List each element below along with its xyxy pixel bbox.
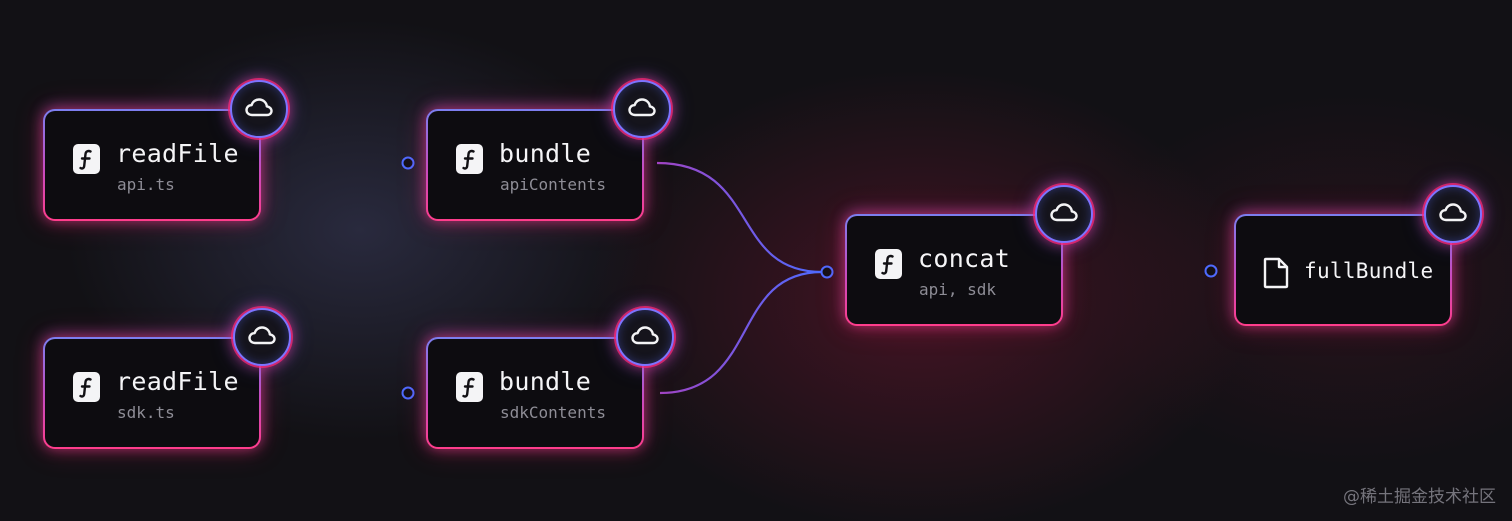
cloud-icon	[245, 98, 273, 117]
function-icon	[456, 372, 483, 402]
function-icon	[73, 372, 100, 402]
function-icon	[875, 249, 902, 279]
cloud-badge-readfile-api[interactable]	[230, 80, 288, 138]
node-title: bundle	[499, 367, 592, 396]
function-icon	[456, 144, 483, 174]
cloud-badge-readfile-sdk[interactable]	[233, 308, 291, 366]
wire-port-concat	[820, 265, 834, 279]
wire-bundle-sdk-to-concat	[659, 270, 823, 395]
cloud-badge-bundle-sdk[interactable]	[616, 308, 674, 366]
cloud-badge-fullbundle[interactable]	[1424, 185, 1482, 243]
node-title: concat	[918, 244, 1011, 273]
file-icon	[1262, 256, 1290, 294]
node-subtitle: sdkContents	[500, 403, 606, 422]
wire-port-fullbundle	[1204, 264, 1218, 278]
watermark: @稀土掘金技术社区	[1343, 487, 1496, 507]
wire-port-bundle-sdk	[401, 386, 415, 400]
cloud-icon	[628, 98, 656, 117]
node-bundle-sdk[interactable]: bundle sdkContents	[426, 337, 644, 449]
node-readfile-api[interactable]: readFile api.ts	[43, 109, 261, 221]
cloud-icon	[1050, 203, 1078, 222]
node-title: fullBundle	[1304, 259, 1434, 283]
node-fullbundle[interactable]: fullBundle	[1234, 214, 1452, 326]
wire-bundle-api-to-concat	[656, 161, 823, 274]
node-subtitle: api.ts	[117, 175, 175, 194]
node-bundle-api[interactable]: bundle apiContents	[426, 109, 644, 221]
node-title: readFile	[116, 139, 239, 168]
cloud-icon	[248, 326, 276, 345]
cloud-icon	[631, 326, 659, 345]
wire-port-bundle-api	[401, 156, 415, 170]
cloud-badge-bundle-api[interactable]	[613, 80, 671, 138]
node-concat[interactable]: concat api, sdk	[845, 214, 1063, 326]
node-title: readFile	[116, 367, 239, 396]
function-icon	[73, 144, 100, 174]
node-title: bundle	[499, 139, 592, 168]
node-subtitle: sdk.ts	[117, 403, 175, 422]
cloud-badge-concat[interactable]	[1035, 185, 1093, 243]
node-subtitle: apiContents	[500, 175, 606, 194]
node-subtitle: api, sdk	[919, 280, 997, 299]
cloud-icon	[1439, 203, 1467, 222]
node-readfile-sdk[interactable]: readFile sdk.ts	[43, 337, 261, 449]
